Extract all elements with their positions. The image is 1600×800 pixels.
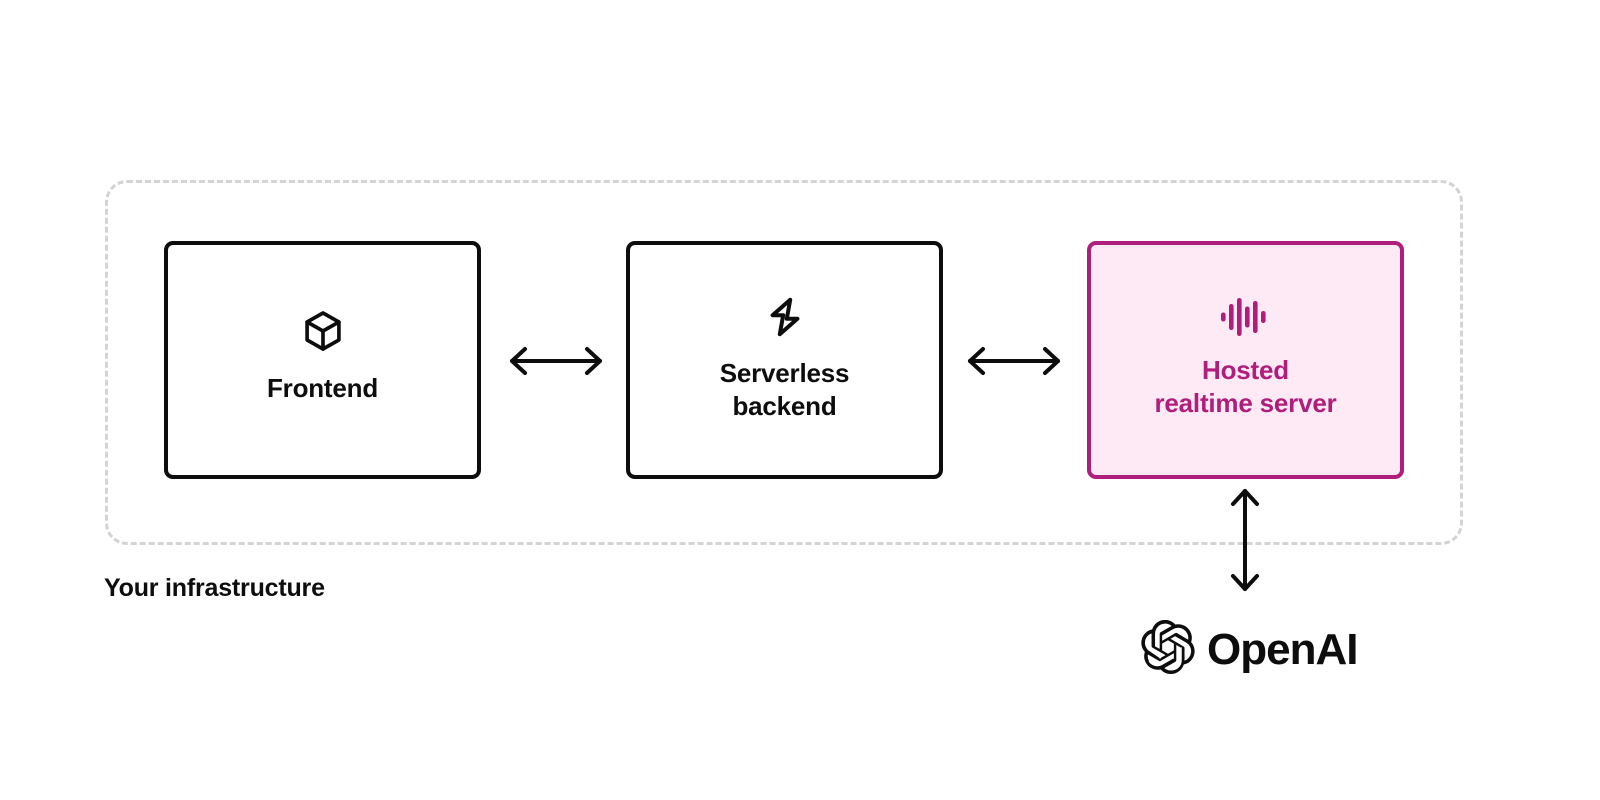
openai-wordmark: OpenAI bbox=[1207, 624, 1358, 674]
connector-backend-to-hosted bbox=[966, 338, 1062, 384]
node-frontend[interactable]: Frontend bbox=[164, 241, 481, 479]
connector-hosted-to-openai bbox=[1222, 486, 1268, 594]
node-hosted-realtime-server-label-line2: realtime server bbox=[1154, 388, 1337, 418]
openai-lockup: OpenAI bbox=[1141, 619, 1358, 679]
openai-logo-icon bbox=[1141, 619, 1195, 679]
node-serverless-backend[interactable]: Serverless backend bbox=[626, 241, 943, 479]
your-infrastructure-boundary bbox=[105, 180, 1463, 545]
node-frontend-label: Frontend bbox=[266, 373, 379, 404]
cube-icon bbox=[300, 308, 346, 354]
connector-frontend-to-backend bbox=[508, 338, 604, 384]
node-hosted-realtime-server-label-line1: Hosted bbox=[1202, 354, 1289, 385]
lightning-bolt-icon bbox=[761, 293, 809, 341]
node-hosted-realtime-server[interactable]: Hosted realtime server bbox=[1087, 241, 1404, 479]
your-infrastructure-label: Your infrastructure bbox=[104, 574, 325, 602]
audio-waveform-icon bbox=[1220, 296, 1272, 336]
node-serverless-backend-label: Serverless backend bbox=[720, 357, 850, 423]
node-serverless-backend-label-line2: backend bbox=[732, 391, 837, 421]
node-hosted-realtime-server-label: Hosted realtime server bbox=[1154, 354, 1336, 420]
node-serverless-backend-label-line1: Serverless bbox=[719, 357, 850, 388]
